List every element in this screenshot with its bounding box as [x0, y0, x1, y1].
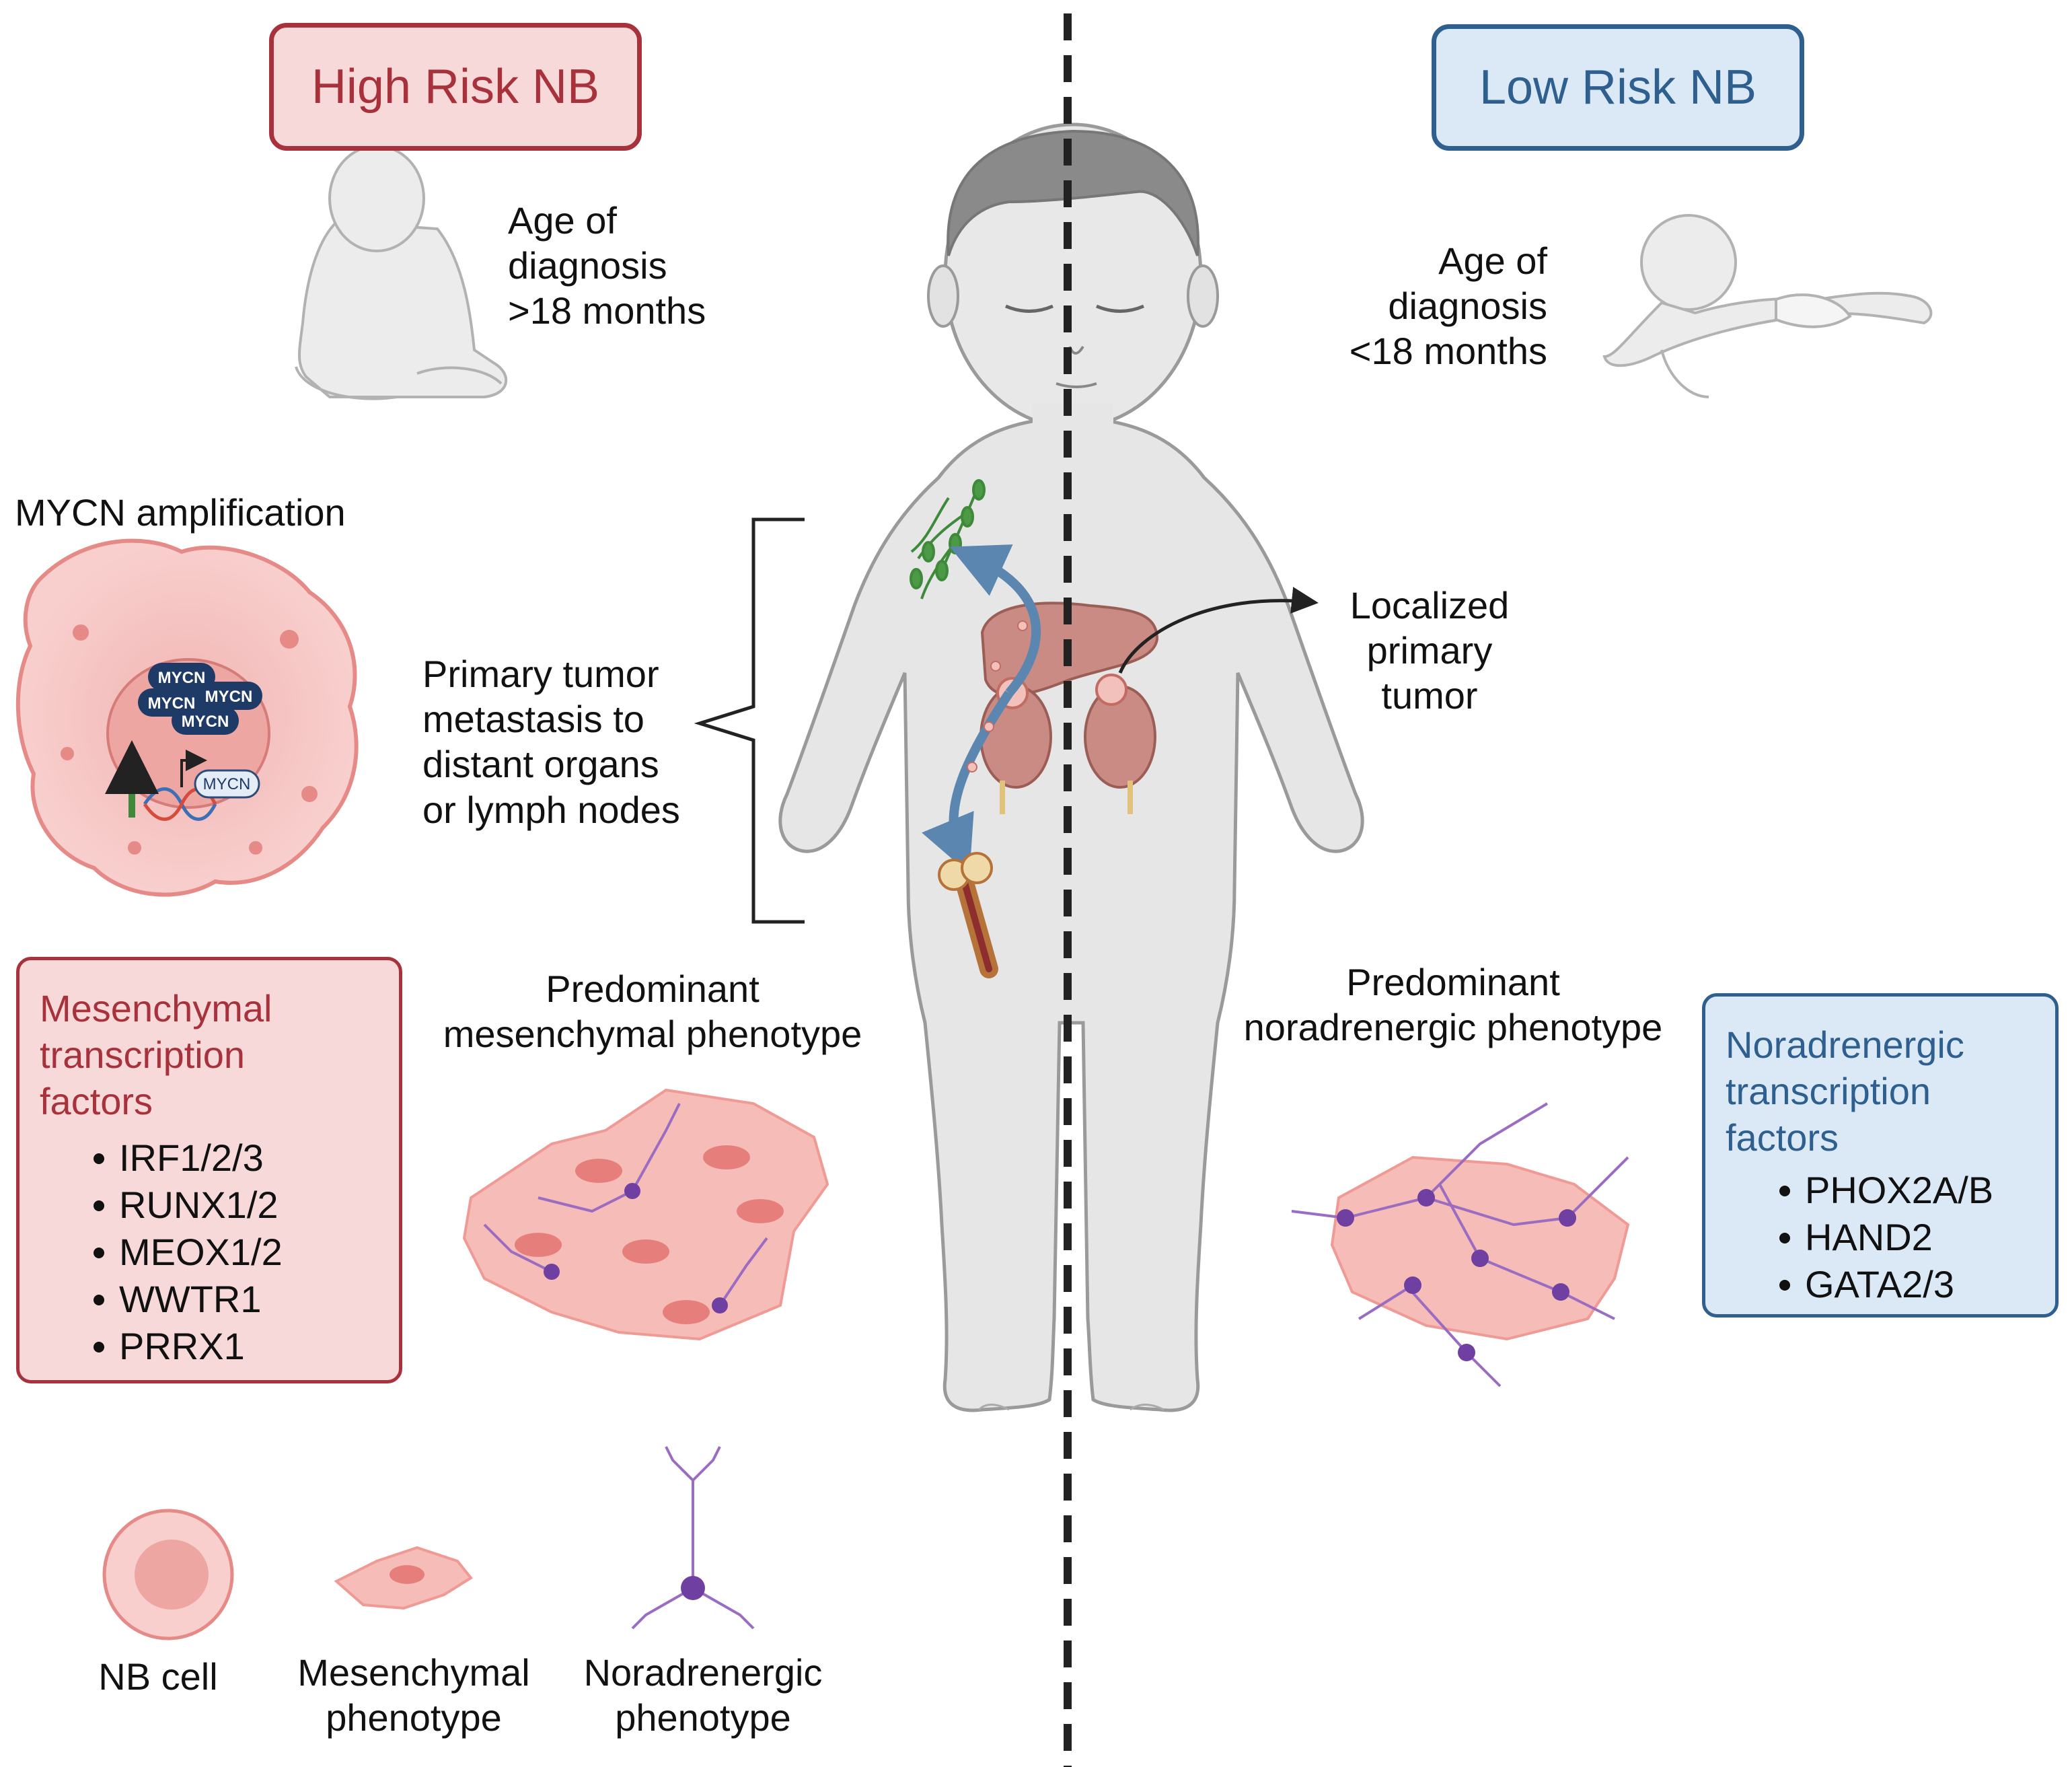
tf-list-item: PHOX2A/B	[1726, 1167, 2035, 1214]
low-risk-title: Low Risk NB	[1479, 61, 1757, 114]
metastasis-line: distant organs	[422, 743, 659, 786]
tf-title-line: factors	[1726, 1116, 1839, 1159]
noradrenergic-tf-box: Noradrenergic transcription factors PHOX…	[1702, 993, 2059, 1318]
noradrenergic-cell-cluster	[1291, 1102, 1630, 1387]
metastasis-line: metastasis to	[422, 698, 644, 741]
legend-nb-cell-label: NB cell	[98, 1655, 218, 1698]
tf-list-item: MEOX1/2	[40, 1229, 379, 1276]
legend-noradrenergic-label: Noradrenergic phenotype	[572, 1650, 834, 1740]
metastasis-line: or lymph nodes	[422, 788, 680, 831]
noradrenergic-tf-title: Noradrenergic transcription factors	[1726, 1022, 2035, 1161]
phenotype-line: noradrenergic phenotype	[1243, 1006, 1663, 1049]
legend-line: phenotype	[326, 1696, 502, 1739]
localized-line: Localized	[1349, 584, 1510, 626]
phenotype-line: Predominant	[546, 968, 760, 1010]
tf-list-item: PRRX1	[40, 1323, 379, 1370]
mesenchymal-tf-title: Mesenchymal transcription factors	[40, 986, 379, 1125]
mesenchymal-phenotype-text: Predominant mesenchymal phenotype	[417, 966, 888, 1056]
legend-mesenchymal-label: Mesenchymal phenotype	[283, 1650, 545, 1740]
high-risk-title: High Risk NB	[311, 60, 600, 114]
older-child-illustration	[295, 145, 508, 400]
legend-nb-cell-icon	[102, 1509, 234, 1640]
metastasis-arrows	[922, 544, 1041, 874]
metastasis-text: Primary tumor metastasis to distant orga…	[422, 651, 680, 832]
localized-tumor-arrow	[1118, 587, 1319, 674]
mesenchymal-cell-cluster	[462, 1088, 829, 1341]
age-line: Age of	[508, 199, 617, 242]
tf-list-item: GATA2/3	[1726, 1261, 2035, 1308]
legend-line: Noradrenergic	[583, 1651, 823, 1694]
mycn-label: MYCN	[182, 713, 229, 731]
legend-mesenchymal-icon	[334, 1546, 473, 1610]
high-risk-age-text: Age of diagnosis >18 months	[508, 198, 706, 334]
tf-title-line: transcription	[40, 1033, 246, 1076]
mycn-gene-label: MYCN	[203, 775, 251, 793]
noradrenergic-tf-list: PHOX2A/B HAND2 GATA2/3	[1726, 1167, 2035, 1308]
tf-title-line: Mesenchymal	[40, 987, 272, 1030]
tf-title-line: Noradrenergic	[1726, 1023, 1964, 1066]
mycn-label: MYCN	[205, 688, 253, 706]
phenotype-line: mesenchymal phenotype	[443, 1013, 862, 1056]
localized-line: primary	[1366, 629, 1493, 672]
high-risk-header: High Risk NB	[269, 23, 642, 151]
mycn-amplification-title: MYCN amplification	[15, 491, 346, 534]
tf-list-item: RUNX1/2	[40, 1182, 379, 1229]
tf-list-item: WWTR1	[40, 1276, 379, 1323]
baby-illustration	[1602, 214, 1933, 398]
localized-tumor-text: Localized primary tumor	[1319, 583, 1541, 719]
mycn-label: MYCN	[158, 669, 206, 687]
phenotype-line: Predominant	[1346, 961, 1560, 1003]
age-line: diagnosis	[508, 244, 667, 287]
metastasis-bracket	[694, 517, 805, 924]
mesenchymal-tf-box: Mesenchymal transcription factors IRF1/2…	[16, 957, 402, 1383]
tf-title-line: factors	[40, 1079, 153, 1122]
metastasis-line: Primary tumor	[422, 653, 659, 695]
legend-line: phenotype	[615, 1696, 791, 1739]
age-line: diagnosis	[1388, 285, 1547, 328]
tf-list-item: HAND2	[1726, 1214, 2035, 1261]
bone-illustration	[938, 852, 998, 978]
localized-line: tumor	[1381, 674, 1478, 717]
age-line: <18 months	[1349, 330, 1547, 373]
age-line: Age of	[1438, 240, 1547, 282]
legend-noradrenergic-icon	[631, 1446, 755, 1630]
mycn-amplification-cell	[15, 538, 359, 897]
noradrenergic-phenotype-text: Predominant noradrenergic phenotype	[1218, 960, 1689, 1050]
mesenchymal-tf-list: IRF1/2/3 RUNX1/2 MEOX1/2 WWTR1 PRRX1	[40, 1134, 379, 1370]
low-risk-age-text: Age of diagnosis <18 months	[1312, 238, 1547, 374]
legend-line: Mesenchymal	[297, 1651, 530, 1694]
tf-title-line: transcription	[1726, 1069, 1931, 1112]
low-risk-header: Low Risk NB	[1432, 24, 1804, 151]
mycn-label: MYCN	[148, 694, 196, 713]
tf-list-item: IRF1/2/3	[40, 1134, 379, 1182]
age-line: >18 months	[508, 289, 706, 332]
